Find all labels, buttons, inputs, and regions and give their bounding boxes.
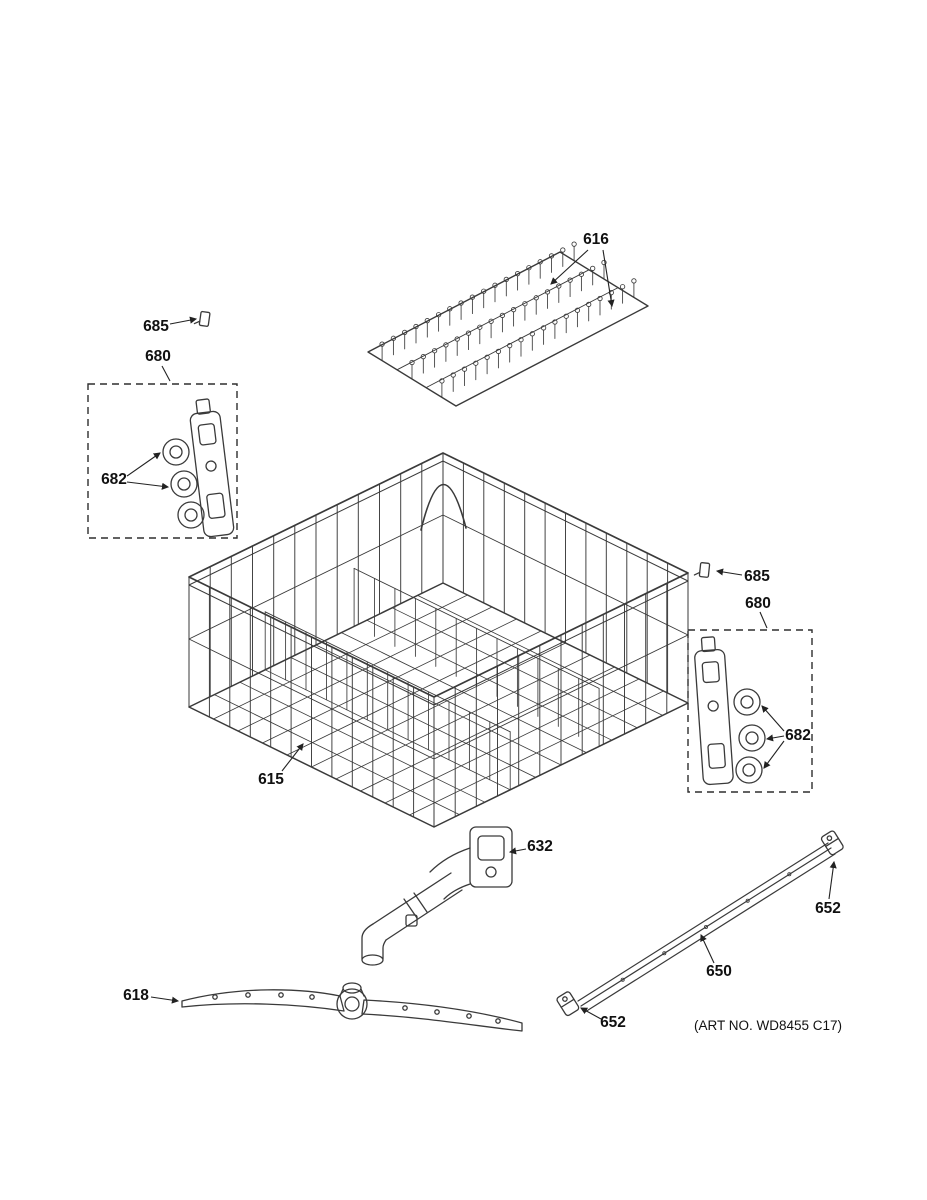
roller-wheels-left-drawing — [162, 438, 205, 529]
roller-wheels-right-drawing — [733, 688, 766, 784]
callout-615: 615 — [258, 771, 284, 788]
callout-652-top: 652 — [815, 900, 841, 917]
callout-616: 616 — [583, 231, 609, 248]
tine-assembly-drawing — [367, 241, 649, 407]
adjuster-left-dashed-box — [87, 383, 238, 539]
callout-618: 618 — [123, 987, 149, 1004]
spray-conduit-drawing — [361, 826, 513, 966]
callout-650: 650 — [706, 963, 732, 980]
callout-680-left: 680 — [145, 348, 171, 365]
rail-end-cap-bottom-drawing — [556, 991, 580, 1017]
adjuster-right-dashed-box — [687, 629, 813, 793]
rack-adjuster-right-drawing — [694, 636, 734, 786]
callout-680-right: 680 — [745, 595, 771, 612]
mount-clip-right-drawing — [693, 562, 711, 578]
rack-adjuster-left-drawing — [189, 398, 235, 538]
rail-rivets — [620, 872, 792, 982]
callout-682-left: 682 — [101, 471, 127, 488]
callout-685-right: 685 — [744, 568, 770, 585]
callout-685-left: 685 — [143, 318, 169, 335]
mount-clip-left-drawing — [193, 310, 211, 327]
callout-652-bottom: 652 — [600, 1014, 626, 1031]
callout-labels: 616 685 680 682 615 685 680 682 632 618 … — [101, 231, 841, 1031]
spray-arm-drawing — [181, 982, 523, 1032]
callout-632: 632 — [527, 838, 553, 855]
callout-682-right: 682 — [785, 727, 811, 744]
rack-rail-drawing — [577, 842, 836, 1013]
art-number: (ART NO. WD8455 C17) — [694, 1018, 842, 1033]
rail-end-cap-top-drawing — [820, 830, 844, 856]
leader-lines — [126, 249, 837, 1020]
upper-rack-drawing — [188, 452, 689, 828]
